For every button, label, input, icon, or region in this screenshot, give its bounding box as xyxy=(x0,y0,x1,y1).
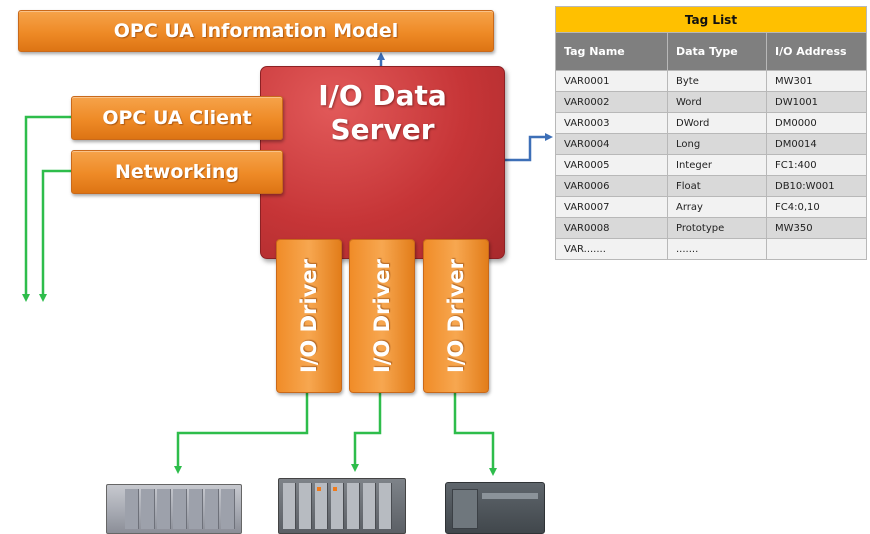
client-label: OPC UA Client xyxy=(102,107,252,129)
driver-2-connector xyxy=(351,391,382,472)
table-row: VAR0002 Word DW1001 xyxy=(555,91,867,113)
server-to-tag-list-arrow xyxy=(503,133,553,162)
tag-list-title: Tag List xyxy=(555,6,867,33)
driver-1-connector xyxy=(174,391,309,474)
io-modules-icon xyxy=(278,478,406,534)
plc-rack-icon xyxy=(106,484,242,534)
data-type-cell: Float xyxy=(667,175,767,197)
server-title: I/O Data Server xyxy=(318,79,447,146)
data-type-cell: Array xyxy=(667,196,767,218)
table-row: VAR0003 DWord DM0000 xyxy=(555,112,867,134)
tag-name-cell: VAR....... xyxy=(555,238,668,260)
io-driver-3: I/O Driver xyxy=(423,239,489,393)
opc-ua-client-box: OPC UA Client xyxy=(71,96,283,140)
io-address-cell: FC4:0,10 xyxy=(766,196,867,218)
io-driver-1: I/O Driver xyxy=(276,239,342,393)
networking-box: Networking xyxy=(71,150,283,194)
io-driver-2-label: I/O Driver xyxy=(370,259,394,373)
networking-label: Networking xyxy=(114,161,240,183)
io-address-cell: MW301 xyxy=(766,70,867,92)
io-address-cell: DM0000 xyxy=(766,112,867,134)
tag-name-cell: VAR0002 xyxy=(555,91,668,113)
data-type-cell: Byte xyxy=(667,70,767,92)
data-type-cell: Word xyxy=(667,91,767,113)
networking-connector xyxy=(39,169,71,302)
column-header-data-type: Data Type xyxy=(667,32,767,71)
tag-name-cell: VAR0007 xyxy=(555,196,668,218)
tag-name-cell: VAR0004 xyxy=(555,133,668,155)
column-header-tag-name: Tag Name xyxy=(555,32,668,71)
compact-plc-icon xyxy=(445,482,545,534)
tag-name-cell: VAR0001 xyxy=(555,70,668,92)
table-row: VAR0006 Float DB10:W001 xyxy=(555,175,867,197)
data-type-cell: Prototype xyxy=(667,217,767,239)
tag-list-table: Tag List Tag Name Data Type I/O Address … xyxy=(555,6,867,260)
io-data-server-box: I/O Data Server xyxy=(260,66,505,259)
tag-name-cell: VAR0003 xyxy=(555,112,668,134)
tag-name-cell: VAR0006 xyxy=(555,175,668,197)
io-driver-2: I/O Driver xyxy=(349,239,415,393)
io-driver-3-label: I/O Driver xyxy=(444,259,468,373)
data-type-cell: DWord xyxy=(667,112,767,134)
table-row: VAR0004 Long DM0014 xyxy=(555,133,867,155)
table-row: VAR0005 Integer FC1:400 xyxy=(555,154,867,176)
tag-name-cell: VAR0005 xyxy=(555,154,668,176)
io-address-cell: MW350 xyxy=(766,217,867,239)
opc-ua-information-model-box: OPC UA Information Model xyxy=(18,10,494,52)
io-address-cell: DW1001 xyxy=(766,91,867,113)
io-address-cell xyxy=(766,238,867,260)
information-model-label: OPC UA Information Model xyxy=(113,20,399,42)
io-address-cell: DB10:W001 xyxy=(766,175,867,197)
data-type-cell: Long xyxy=(667,133,767,155)
table-row: VAR0007 Array FC4:0,10 xyxy=(555,196,867,218)
io-address-cell: DM0014 xyxy=(766,133,867,155)
client-connector xyxy=(22,115,71,302)
table-row: VAR0001 Byte MW301 xyxy=(555,70,867,92)
io-address-cell: FC1:400 xyxy=(766,154,867,176)
driver-3-connector xyxy=(453,391,497,476)
data-type-cell: ....... xyxy=(667,238,767,260)
io-driver-1-label: I/O Driver xyxy=(297,259,321,373)
data-type-cell: Integer xyxy=(667,154,767,176)
table-row: VAR....... ....... xyxy=(555,238,867,260)
column-header-io-address: I/O Address xyxy=(766,32,867,71)
tag-name-cell: VAR0008 xyxy=(555,217,668,239)
table-row: VAR0008 Prototype MW350 xyxy=(555,217,867,239)
